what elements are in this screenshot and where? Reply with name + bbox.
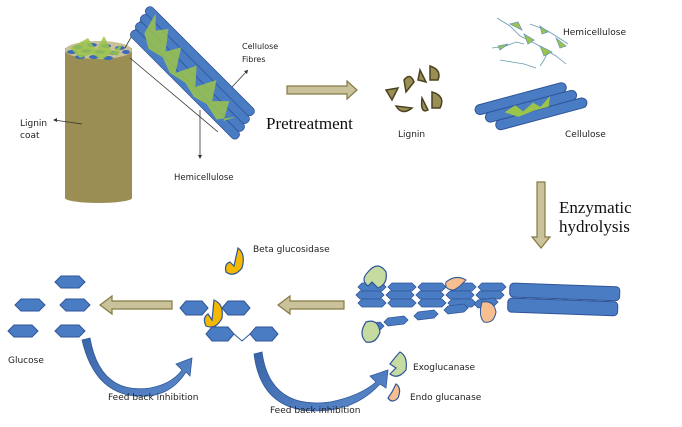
hemicellulose-strands	[491, 17, 569, 69]
enzymatic-hydrolysis-label-line2: hydrolysis	[559, 217, 630, 236]
cellulose-fibres-label-line1: Cellulose	[242, 42, 279, 51]
hydrolysis-arrow-3	[99, 294, 173, 316]
enzymatic-hydrolysis-arrow	[530, 181, 552, 249]
cellulose-fibres-label-line2: Fibres	[242, 55, 266, 64]
cellulose-fibres-pointer	[231, 69, 249, 88]
lignin-coat-pointer	[53, 119, 83, 125]
beta-glucosidase-free	[224, 246, 244, 275]
endoglucanase-on-chain-top	[445, 276, 467, 291]
lignin-coat-label-line2: coat	[20, 131, 40, 141]
enzymatic-hydrolysis-label-line1: Enzymatic	[559, 198, 632, 217]
glucose-units	[7, 275, 91, 338]
cellulose-bundle	[474, 82, 588, 131]
lignin-fragments	[384, 64, 443, 113]
feedback-inhibition-label-2: Feed back inhibition	[270, 406, 361, 416]
cellobiose-units	[179, 300, 279, 342]
exoglucanase-label: Exoglucanase	[413, 363, 476, 373]
beta-glucosidase-on-cellobiose	[203, 299, 223, 328]
feedback-inhibition-label-1: Feed back inhibition	[108, 393, 199, 403]
hemicellulose-label-right: Hemicellulose	[563, 28, 626, 38]
lignin-label: Lignin	[398, 130, 426, 140]
cellulose-label: Cellulose	[565, 130, 606, 140]
feedback-arrow-1	[81, 337, 193, 397]
cellulose-fibres-label: Cellulose Fibres	[242, 40, 278, 66]
exoglucanase-on-chain-top	[363, 265, 387, 289]
endoglucanase-free	[387, 383, 401, 402]
lignin-coat-label: Lignin coat	[20, 118, 47, 142]
pretreatment-arrow	[286, 79, 358, 101]
endoglucanase-on-chain-bottom	[479, 301, 497, 323]
cellulose-fibres-bundle	[130, 6, 255, 140]
feedback-arrow-2	[253, 351, 389, 412]
pretreatment-label: Pretreatment	[266, 114, 353, 133]
exoglucanase-on-chain-bottom	[361, 320, 381, 343]
lignocellulose-cylinder	[65, 36, 132, 203]
glucose-label: Glucose	[8, 356, 44, 366]
cellulose-chain-hydrolysis	[355, 282, 621, 333]
hydrolysis-arrow-2	[277, 294, 345, 316]
endoglucanase-label: Endo glucanase	[410, 393, 482, 403]
enzymatic-hydrolysis-label: Enzymatic hydrolysis	[559, 198, 632, 236]
lignin-coat-label-line1: Lignin	[20, 119, 48, 129]
exoglucanase-free	[389, 351, 407, 377]
beta-glucosidase-label: Beta glucosidase	[253, 245, 330, 255]
hemicellulose-label-left: Hemicellulose	[174, 173, 234, 183]
